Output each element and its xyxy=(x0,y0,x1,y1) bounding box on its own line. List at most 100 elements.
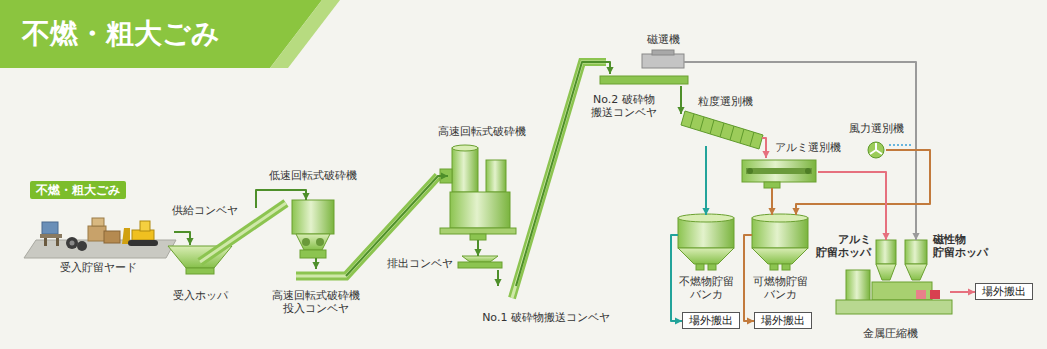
flow-line xyxy=(818,172,886,240)
output-box: 場外搬出 xyxy=(682,312,740,329)
node-label: 供給コンベヤ xyxy=(172,204,238,217)
hopper-illustration xyxy=(876,240,896,280)
arrow-head xyxy=(702,208,709,215)
arrow-head xyxy=(968,288,975,295)
flow-arrow xyxy=(474,240,481,256)
receiving-hopper: 受入ホッパ xyxy=(168,245,232,275)
node-label: 場外搬出 xyxy=(761,314,805,327)
fan-icon xyxy=(868,142,884,158)
flow-arrow xyxy=(677,86,684,114)
flow-arrow xyxy=(312,258,319,269)
arrow-head xyxy=(747,317,754,324)
arrow-head xyxy=(677,107,684,114)
node-label: アルミ 貯留ホッパ xyxy=(816,233,871,259)
flow-line xyxy=(796,150,930,215)
arrow-head xyxy=(494,279,501,286)
bunker-illustration xyxy=(678,214,734,270)
crusher-illustration xyxy=(292,200,334,258)
compressor-illustration xyxy=(836,270,952,314)
node-label: 金属圧縮機 xyxy=(863,327,918,340)
yard-illustration xyxy=(24,218,176,258)
node-label: 低速回転式破砕機 xyxy=(269,169,357,182)
separator-illustration xyxy=(742,160,816,188)
hopper-illustration xyxy=(905,240,927,280)
low-speed-crusher: 低速回転式破砕機 xyxy=(290,200,336,258)
flow-line xyxy=(705,146,707,215)
arrow-head xyxy=(312,262,319,269)
feed-conveyor: 高速回転式破砕機 投入コンベヤ xyxy=(300,269,346,283)
node-label: 磁選機 xyxy=(647,33,680,46)
flow-arrow xyxy=(818,172,890,240)
flow-arrow xyxy=(494,270,501,286)
arrow-head xyxy=(441,172,448,179)
supply-conveyor: 供給コンベヤ xyxy=(242,208,270,234)
receiving-yard: 受入貯留ヤード xyxy=(24,222,174,258)
flow-arrow xyxy=(792,150,930,215)
wind-separator: 風力選別機 xyxy=(866,141,886,159)
output-box: 場外搬出 xyxy=(975,283,1033,300)
storage-hopper: アルミ 貯留ホッパ xyxy=(876,240,896,282)
flow-line xyxy=(684,62,916,240)
storage-bunker: 可燃物貯留 バンカ xyxy=(752,215,808,270)
node-label: 高速回転式破砕機 xyxy=(438,125,526,138)
trommel-illustration xyxy=(681,111,763,149)
node-label: 磁性物 貯留ホッパ xyxy=(933,233,988,259)
node-label: No.2 破砕物 搬送コンベヤ xyxy=(588,93,660,119)
banner-stripe xyxy=(270,0,340,68)
title-banner xyxy=(0,0,322,68)
node-label: 受入貯留ヤード xyxy=(60,261,137,274)
storage-hopper: 磁性物 貯留ホッパ xyxy=(905,240,927,282)
node-label: 場外搬出 xyxy=(689,314,733,327)
node-label: 不燃物貯留 バンカ xyxy=(679,275,734,301)
arrow-head xyxy=(474,249,481,256)
high-speed-crusher: 高速回転式破砕機 xyxy=(448,145,514,240)
node-label: アルミ選別機 xyxy=(775,141,841,154)
node-label: 風力選別機 xyxy=(849,122,904,135)
trommel-screen: 粒度選別機 xyxy=(676,114,762,146)
flow-arrow xyxy=(768,188,775,215)
arrow-head xyxy=(675,317,682,324)
node-label: 受入ホッパ xyxy=(173,289,228,302)
node-label: 排出コンベヤ xyxy=(387,257,453,270)
flow-line xyxy=(256,190,306,208)
conveyor-illustration xyxy=(458,256,502,268)
node-label: 粒度選別機 xyxy=(698,95,753,108)
arrow-head xyxy=(302,193,309,200)
category-tag: 不燃・粗大ごみ xyxy=(30,181,126,199)
flow-arrow xyxy=(174,232,194,245)
crusher-illustration xyxy=(440,145,516,240)
node-label: 可燃物貯留 バンカ xyxy=(753,275,808,301)
title: 不燃・粗大ごみ xyxy=(22,15,220,53)
node-label: 不燃・粗大ごみ xyxy=(36,183,120,197)
transfer-conveyor: No.2 破砕物 搬送コンベヤ xyxy=(600,74,688,86)
node-label: No.1 破砕物搬送コンベヤ xyxy=(482,311,610,324)
discharge-conveyor: 排出コンベヤ xyxy=(458,256,502,270)
conveyor-band xyxy=(512,62,606,298)
node-label: 高速回転式破砕機 投入コンベヤ xyxy=(272,289,360,315)
air-line xyxy=(889,144,911,146)
flow-arrow xyxy=(950,288,975,295)
aluminium-separator: アルミ選別機 xyxy=(740,158,818,188)
arrow-head xyxy=(792,208,799,215)
flow-arrow xyxy=(702,146,709,215)
arrow-head xyxy=(606,67,613,74)
magnet-illustration xyxy=(642,50,684,68)
metal-compressor: 金属圧縮機 xyxy=(838,282,950,314)
storage-bunker: 不燃物貯留 バンカ xyxy=(678,215,734,270)
flow-arrow xyxy=(762,138,770,158)
arrow-head xyxy=(762,151,769,158)
output-box: 場外搬出 xyxy=(754,312,812,329)
conveyor-band xyxy=(600,76,688,84)
conveyor-band xyxy=(512,62,606,298)
transfer-conveyor: No.1 破砕物搬送コンベヤ xyxy=(494,286,524,300)
node-label: 場外搬出 xyxy=(982,285,1026,298)
flow-arrow xyxy=(256,190,310,208)
arrow-head xyxy=(768,208,775,215)
arrow-head xyxy=(186,238,193,245)
flow-arrow xyxy=(684,62,920,240)
bunker-illustration xyxy=(752,214,808,270)
arrow-head xyxy=(912,233,919,240)
